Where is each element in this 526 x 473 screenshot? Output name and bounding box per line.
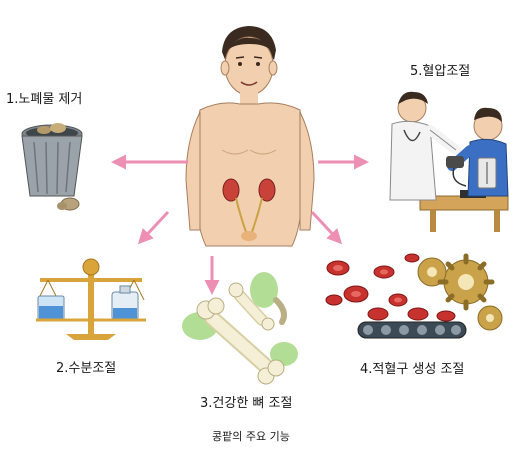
- label-blood-pressure: 5.혈압조절: [410, 64, 471, 79]
- arrows: [111, 154, 369, 295]
- arrow-to-rbc: [310, 210, 343, 245]
- human-kidneys-icon: [185, 26, 315, 247]
- bone-icon: [182, 272, 298, 385]
- blood-pressure-check-icon: [389, 91, 509, 232]
- label-rbc-production: 4.적혈구 생성 조절: [360, 362, 465, 377]
- diagram-caption: 콩팥의 주요 기능: [212, 430, 290, 443]
- balance-scale-icon: [36, 258, 146, 340]
- blood-cell-factory-icon: [325, 253, 503, 339]
- label-water-balance: 2.수분조절: [56, 361, 117, 376]
- label-waste-removal: 1.노폐물 제거: [6, 92, 83, 107]
- label-healthy-bone: 3.건강한 뼈 조절: [200, 396, 293, 411]
- arrow-to-water: [137, 210, 170, 245]
- trash-can-icon: [21, 123, 83, 211]
